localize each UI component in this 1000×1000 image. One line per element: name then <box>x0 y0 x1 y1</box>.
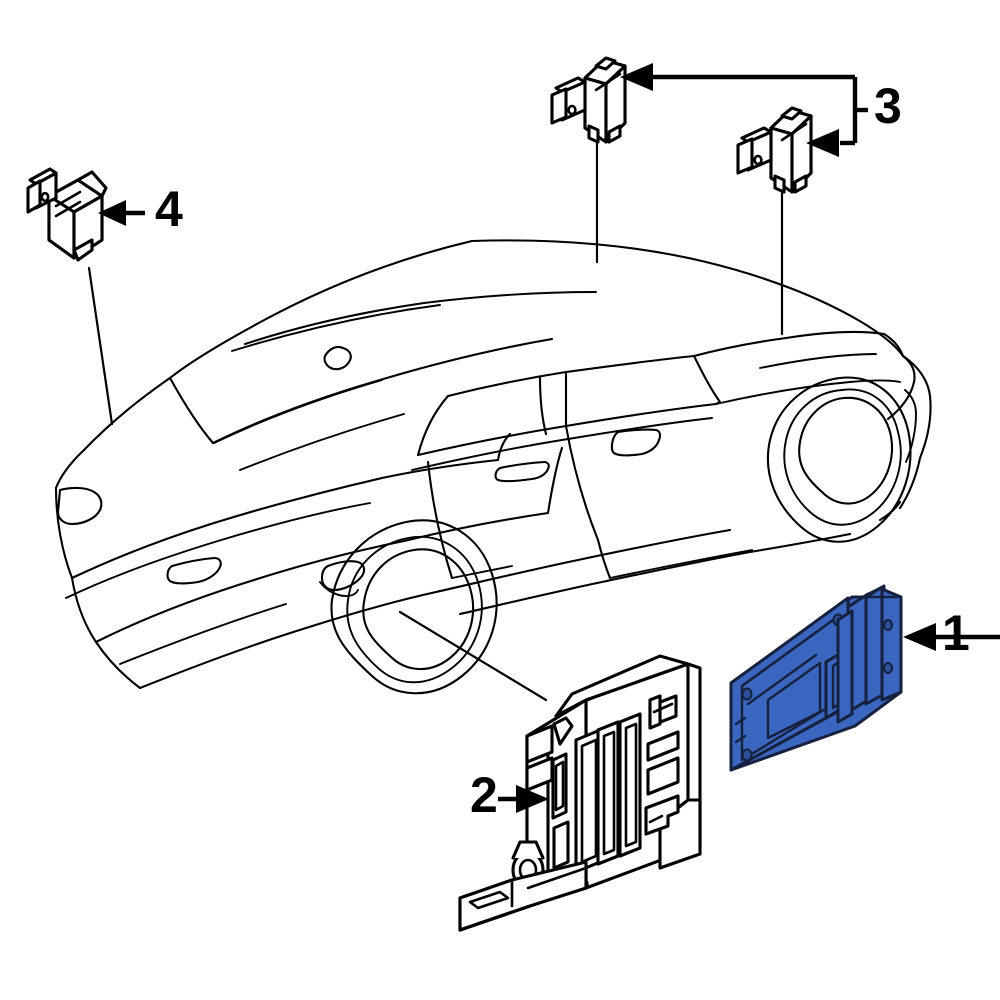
callout-2[interactable]: 2 <box>470 767 549 823</box>
callout-4-label: 4 <box>155 181 183 237</box>
callout-3[interactable]: 3 <box>620 63 902 157</box>
callout-1-label: 1 <box>942 605 970 661</box>
callout-3-arrow-head-bottom <box>806 129 839 157</box>
callout-3-arrow-head-top <box>620 63 653 91</box>
leader-lines <box>87 134 784 702</box>
callout-4[interactable]: 4 <box>98 181 183 237</box>
leader-line-4 <box>87 266 114 426</box>
callout-2-arrow-head <box>516 785 549 813</box>
part-sensor-upper-right[interactable] <box>736 106 813 194</box>
part-mounting-bracket[interactable] <box>458 654 702 932</box>
part-control-module[interactable] <box>729 584 903 772</box>
callout-2-label: 2 <box>470 767 498 823</box>
leader-line-2 <box>398 610 548 702</box>
callout-3-label: 3 <box>874 78 902 134</box>
part-sensor-left[interactable] <box>26 167 108 262</box>
callout-4-arrow-head <box>98 200 126 226</box>
callout-1-arrow-head <box>903 623 936 651</box>
callout-1[interactable]: 1 <box>903 605 1000 661</box>
vehicle-body-outline <box>54 239 932 695</box>
part-sensor-upper-left[interactable] <box>550 56 627 144</box>
